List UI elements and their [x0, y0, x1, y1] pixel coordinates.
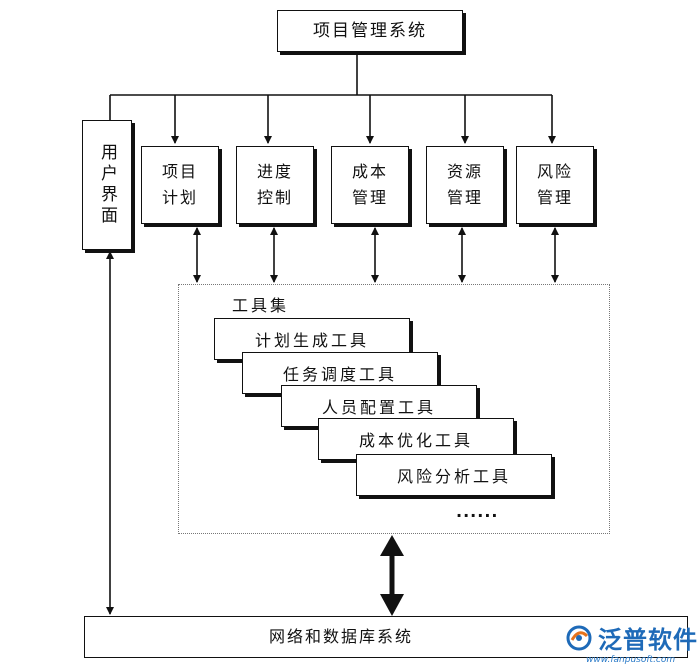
toolset-title: 工具集 — [232, 296, 290, 315]
watermark-url: www.fanpusoft.com — [586, 655, 676, 665]
tool-label: 任务调度工具 — [282, 365, 397, 384]
module-project-plan: 项目 计划 — [141, 146, 219, 224]
module-cost-management: 成本 管理 — [331, 146, 409, 224]
user-interface-label: 用户界面 — [97, 143, 117, 227]
system-title-box: 项目管理系统 — [277, 10, 463, 52]
tool-label: 成本优化工具 — [358, 431, 473, 450]
system-title: 项目管理系统 — [313, 21, 427, 41]
toolset-container — [178, 284, 610, 534]
module-label: 资源 管理 — [446, 162, 483, 207]
module-label: 项目 计划 — [161, 162, 198, 207]
tool-label: 风险分析工具 — [396, 467, 511, 486]
tool-cost-optimization: 成本优化工具 — [318, 418, 514, 460]
module-label: 成本 管理 — [351, 162, 388, 207]
module-label: 风险 管理 — [536, 162, 573, 207]
database-system-box: 网络和数据库系统 — [84, 616, 688, 658]
tool-risk-analysis: 风险分析工具 — [356, 454, 552, 496]
module-schedule-control: 进度 控制 — [236, 146, 314, 224]
link-tools-database-head-down — [380, 594, 404, 616]
user-interface-box: 用户界面 — [82, 120, 132, 250]
link-tools-database-head-up — [380, 535, 404, 556]
tool-label: 人员配置工具 — [321, 398, 436, 417]
tool-label: 计划生成工具 — [254, 331, 369, 350]
brand-logo-icon — [566, 625, 592, 650]
watermark-logo: 泛普软件 — [566, 620, 698, 655]
toolset-ellipsis: ······ — [456, 506, 499, 525]
database-system-label: 网络和数据库系统 — [268, 627, 413, 646]
module-risk-management: 风险 管理 — [516, 146, 594, 224]
watermark-brand: 泛普软件 — [598, 626, 698, 654]
module-label: 进度 控制 — [256, 162, 293, 207]
module-resource-management: 资源 管理 — [426, 146, 504, 224]
